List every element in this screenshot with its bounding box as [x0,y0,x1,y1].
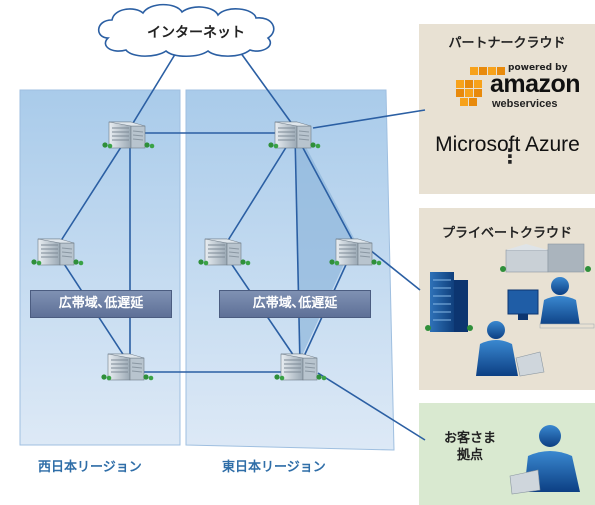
aws-web-services: webservices [492,98,558,110]
cloud-icon [97,3,275,58]
region-west [19,89,181,446]
aws-powered-by: powered by [508,63,568,73]
aws-cubes-icon [456,67,505,106]
customer-site-line2: 拠点 [456,448,483,463]
customer-site-line1: お客さま [443,431,496,446]
azure-label: Microsoft Azure [435,133,580,156]
partner-cloud-title: パートナークラウド [448,36,566,51]
warehouse-building-icon [500,243,591,273]
person-at-laptop-icon [509,425,580,495]
person-at-laptop-icon [476,321,545,377]
office-building-icon [425,272,473,332]
internet-label: インターネット [147,25,245,41]
aws-name: amazon [490,70,581,98]
bandwidth-band-west: 広帯域､低遅延 [30,290,172,318]
bandwidth-band-east: 広帯域､低遅延 [219,290,371,318]
region-east [185,89,395,451]
region-east-label: 東日本リージョン [222,460,326,475]
person-at-computer-icon [507,277,595,329]
more-providers-ellipsis: ⋮ [500,144,520,168]
region-west-label: 西日本リージョン [38,460,142,475]
partner-cloud-panel [419,24,595,194]
customer-site-title: お客さま 拠点 [432,430,508,464]
private-cloud-title: プライベートクラウド [441,226,572,241]
